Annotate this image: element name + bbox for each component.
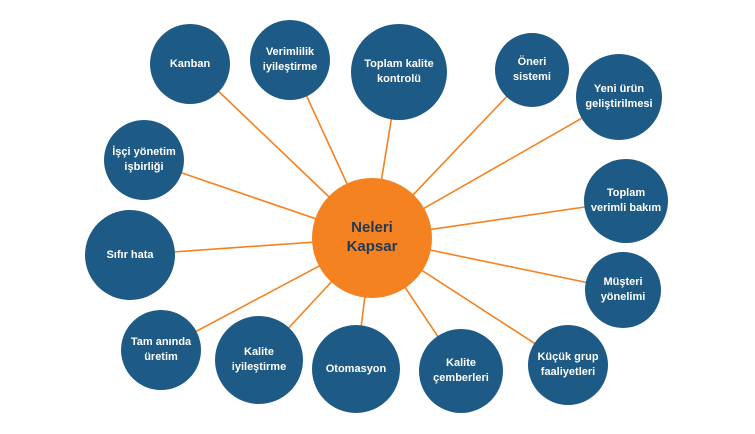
node-toplam-kalite: Toplam kalite kontrolü [351, 24, 447, 120]
node-kalite-iyilestirme: Kalite iyileştirme [215, 316, 303, 404]
node-oneri: Öneri sistemi [495, 33, 569, 107]
node-tam-aninda: Tam anında üretim [121, 310, 201, 390]
node-toplam-verimli: Toplam verimli bakım [584, 159, 668, 243]
node-label: İşçi yönetim işbirliği [112, 146, 176, 173]
node-kucuk-grup: Küçük grup faaliyetleri [528, 325, 608, 405]
node-label: Kanban [169, 57, 211, 70]
node-kalite-cemberleri: Kalite çemberleri [419, 329, 503, 413]
center-node: Neleri Kapsar [312, 178, 432, 298]
node-label: Öneri sistemi [513, 56, 551, 83]
node-sifir-hata: Sıfır hata [85, 210, 175, 300]
node-label: Yeni ürün geliştirilmesi [585, 83, 653, 110]
node-label: Tam anında üretim [130, 336, 192, 363]
node-otomasyon: Otomasyon [312, 325, 400, 413]
node-label: Kalite çemberleri [433, 357, 489, 384]
node-label: Kalite iyileştirme [231, 346, 287, 373]
node-yeni-urun: Yeni ürün geliştirilmesi [576, 54, 662, 140]
node-label: Müşteri yönelimi [600, 276, 646, 303]
node-label: Toplam kalite kontrolü [364, 58, 434, 85]
node-verimlilik: Verimlilik iyileştirme [250, 20, 330, 100]
node-label: Sıfır hata [106, 248, 154, 261]
node-isci: İşçi yönetim işbirliği [104, 120, 184, 200]
node-label: Toplam verimli bakım [590, 187, 662, 214]
node-musteri: Müşteri yönelimi [585, 252, 661, 328]
node-kanban: Kanban [150, 24, 230, 104]
node-label: Küçük grup faaliyetleri [537, 351, 599, 378]
node-label: Otomasyon [325, 362, 387, 375]
node-label: Verimlilik iyileştirme [262, 46, 318, 73]
